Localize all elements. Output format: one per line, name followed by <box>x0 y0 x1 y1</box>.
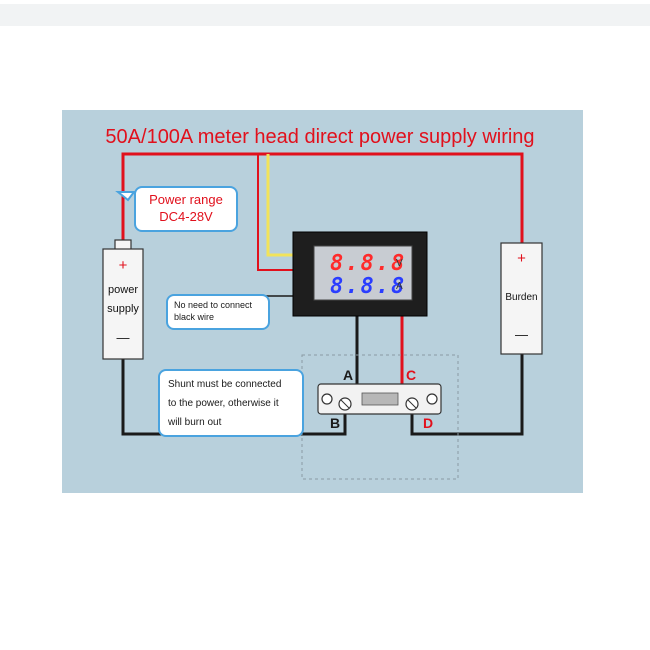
power-range-label: Power range <box>149 192 223 207</box>
power-range-value: DC4-28V <box>159 209 213 224</box>
terminal-a-label: A <box>343 367 354 383</box>
yellow-wire <box>266 154 294 257</box>
shunt-warning-callout: Shunt must be connected to the power, ot… <box>158 369 304 437</box>
voltage-display: 8.8.8 <box>330 251 407 276</box>
shunt-warning-line3: will burn out <box>168 417 222 428</box>
black-wire-note-line2: black wire <box>174 312 215 322</box>
top-strip <box>0 4 650 26</box>
burden-box <box>500 242 543 355</box>
current-unit: A <box>396 281 403 292</box>
shunt-warning-line2: to the power, otherwise it <box>168 398 279 409</box>
shunt <box>317 383 442 415</box>
red-supply-wire <box>121 152 524 246</box>
burden-minus: — <box>515 327 528 342</box>
power-supply-label-line2: supply <box>107 303 139 315</box>
meter-head <box>292 231 428 317</box>
burden-label: Burden <box>505 292 538 303</box>
load-return-wire <box>410 354 524 436</box>
shunt-warning-line1: Shunt must be connected <box>168 379 282 390</box>
current-display: 8.8.8 <box>330 274 407 299</box>
power-supply-plus: + <box>118 257 128 274</box>
power-range-callout: Power range DC4-28V <box>134 186 238 232</box>
power-supply-minus: — <box>116 330 130 345</box>
power-supply-battery <box>102 239 144 360</box>
terminal-c-label: C <box>406 367 417 383</box>
power-range-callout-tail <box>115 191 136 202</box>
terminal-d-label: D <box>423 415 434 431</box>
black-wire-callout: No need to connect black wire <box>166 294 270 330</box>
diagram-title: 50A/100A meter head direct power supply … <box>105 126 535 148</box>
power-supply-label-line1: power <box>108 284 138 296</box>
voltage-unit: V <box>396 258 403 269</box>
black-wire-note-line1: No need to connect <box>174 300 253 310</box>
burden-plus: + <box>517 250 526 267</box>
meter-red-wire <box>257 154 294 271</box>
terminal-b-label: B <box>330 415 341 431</box>
